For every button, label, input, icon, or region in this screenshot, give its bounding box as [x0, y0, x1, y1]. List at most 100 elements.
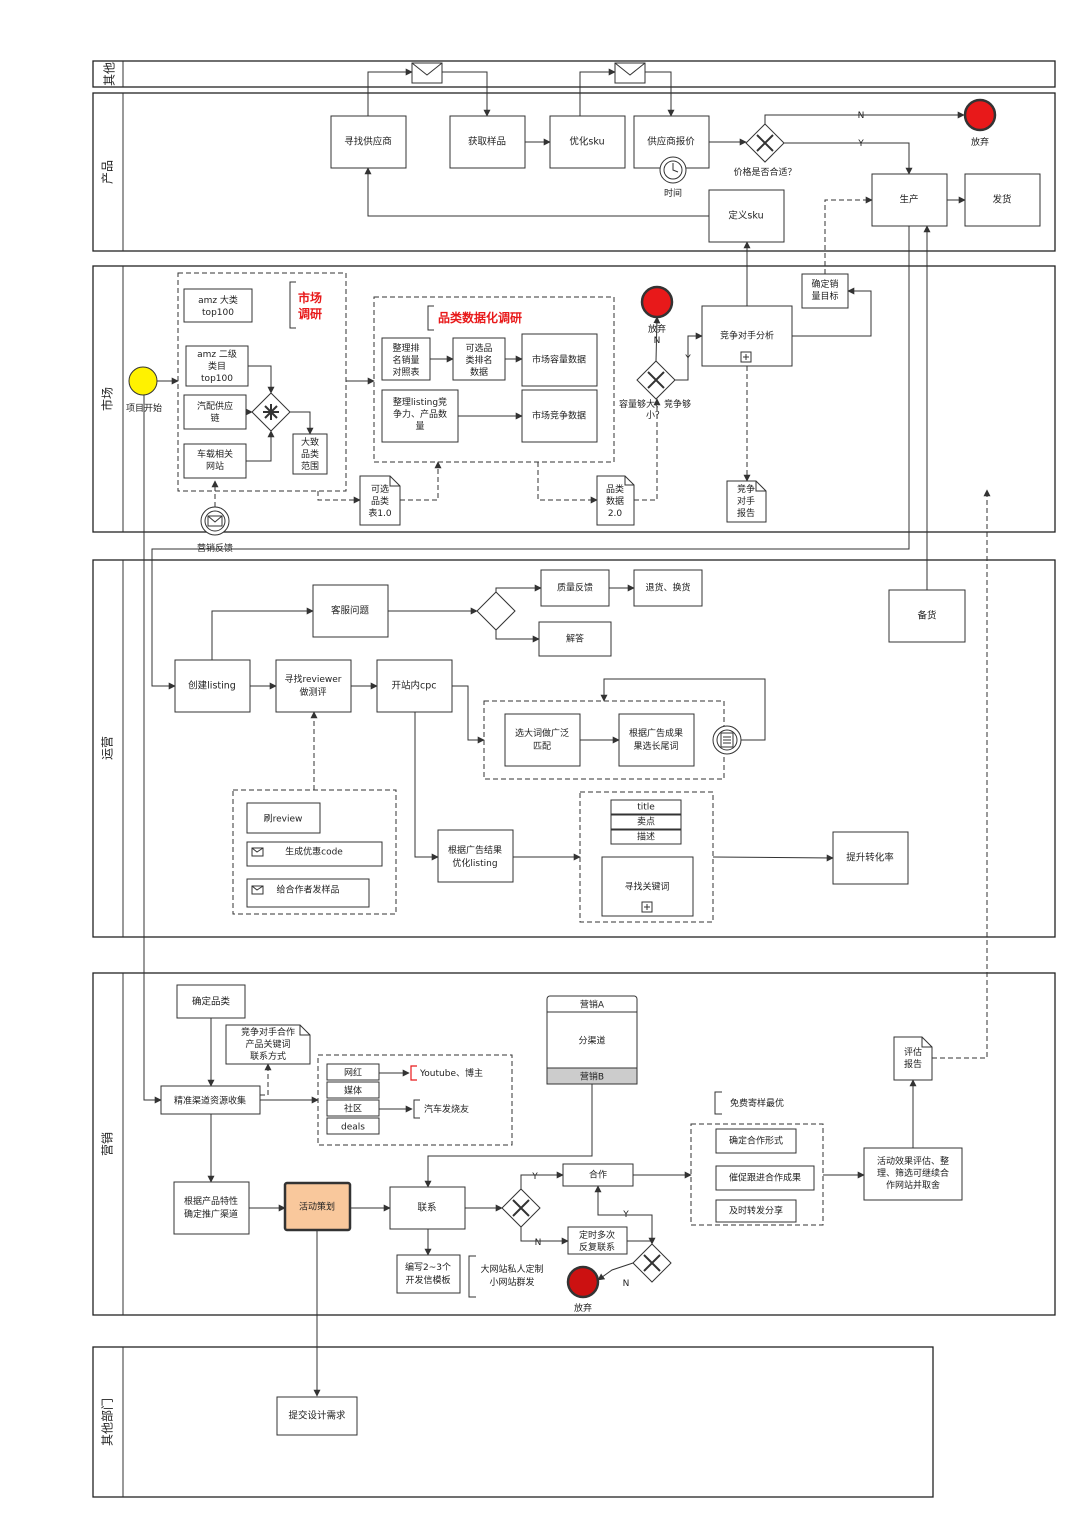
svg-text:评估: 评估 [904, 1046, 922, 1058]
task-ship[interactable]: 发货 [964, 173, 1041, 227]
task-channel-by-product[interactable]: 根据产品特性 确定推广渠道 [173, 1181, 250, 1235]
task-amz-sub[interactable]: amz 二级 类目 top100 [185, 345, 249, 387]
task-contact[interactable]: 联系 [389, 1186, 466, 1230]
task-stock[interactable]: 备货 [888, 589, 966, 643]
task-get-sample[interactable]: 获取样品 [449, 115, 526, 169]
task-long-tail[interactable]: 根据广告成果 果选长尾词 [618, 713, 695, 767]
task-competition-data[interactable]: 市场竞争数据 [521, 389, 598, 443]
svg-text:小？: 小？ [646, 410, 664, 421]
svg-text:报告: 报告 [737, 507, 755, 519]
task-write-template[interactable]: 编写2~3个 开发信模板 [396, 1254, 461, 1294]
task-return-exchange[interactable]: 退货、换货 [633, 569, 703, 607]
subprocess-find-keywords[interactable]: 寻找关键词 [601, 856, 694, 917]
svg-text:网红: 网红 [344, 1067, 362, 1079]
svg-text:竞争对手分析: 竞争对手分析 [720, 330, 774, 342]
task-broad-match[interactable]: 选大词做广泛 匹配 [504, 713, 581, 767]
task-conversion[interactable]: 提升转化率 [832, 831, 909, 885]
svg-text:卖点: 卖点 [637, 817, 655, 828]
task-define-sku[interactable]: 定义sku [708, 189, 785, 243]
task-find-reviewer[interactable]: 寻找reviewer 做测评 [275, 659, 352, 713]
field-description[interactable]: 描述 [610, 829, 682, 845]
svg-text:刷review: 刷review [264, 814, 303, 825]
svg-text:催促跟进合作成果: 催促跟进合作成果 [729, 1172, 801, 1184]
task-candidate-rank[interactable]: 可选品 类排名 数据 [452, 337, 506, 381]
task-quality-feedback[interactable]: 质量反馈 [540, 569, 610, 607]
svg-text:确定合作形式: 确定合作形式 [729, 1135, 783, 1147]
task-capacity-data[interactable]: 市场容量数据 [521, 333, 598, 387]
task-eval-activity[interactable]: 活动效果评估、整 理、筛选可继续合 作网站并取舍 [863, 1147, 963, 1201]
task-channel-collect[interactable]: 精准渠道资源收集 [160, 1085, 261, 1115]
svg-text:top100: top100 [201, 374, 233, 384]
svg-text:作网站并取舍: 作网站并取舍 [886, 1179, 940, 1191]
task-create-listing[interactable]: 创建listing [174, 659, 251, 713]
task-activity-plan[interactable]: 活动策划 [283, 1181, 352, 1232]
task-big-range[interactable]: 大致 品类 范围 [292, 433, 328, 475]
svg-text:可选品: 可选品 [465, 342, 492, 354]
svg-text:大网站私人定制: 大网站私人定制 [480, 1263, 543, 1275]
task-cs-issue[interactable]: 客服问题 [312, 584, 389, 638]
task-optimize-sku[interactable]: 优化sku [549, 115, 626, 169]
annotation-car-forum: 汽车发烧友 [413, 1099, 469, 1119]
svg-text:量目标: 量目标 [811, 290, 838, 302]
field-title[interactable]: title [610, 799, 682, 815]
svg-text:果选长尾词: 果选长尾词 [633, 740, 678, 752]
svg-text:营销A: 营销A [580, 999, 605, 1011]
channel-deals[interactable]: deals [326, 1117, 380, 1135]
svg-text:退货、换货: 退货、换货 [645, 582, 690, 594]
svg-text:选大词做广泛: 选大词做广泛 [515, 727, 569, 739]
task-send-sample[interactable]: 给合作者发样品 [246, 878, 370, 908]
task-confirm-form[interactable]: 确定合作形式 [715, 1128, 797, 1154]
task-car-site[interactable]: 车载相关 网站 [183, 443, 247, 479]
task-share[interactable]: 及时转发分享 [715, 1199, 797, 1223]
svg-text:媒体: 媒体 [344, 1085, 362, 1097]
svg-text:寻找关键词: 寻找关键词 [624, 881, 669, 893]
task-auto-supply[interactable]: 汽配供应 链 [183, 394, 247, 430]
svg-text:数据: 数据 [606, 495, 624, 507]
task-confirm-category[interactable]: 确定品类 [176, 984, 246, 1019]
task-follow-result[interactable]: 催促跟进合作成果 [715, 1165, 815, 1191]
pool-marketing: 营销A 分渠道 营销B [546, 995, 638, 1085]
task-coupon[interactable]: 生成优惠code [246, 841, 383, 867]
subprocess-competitor-analysis[interactable]: 竞争对手分析 [701, 305, 793, 367]
lane-market: 市场 [92, 265, 1056, 533]
task-produce[interactable]: 生产 [871, 173, 948, 227]
svg-text:title: title [637, 803, 655, 813]
svg-text:deals: deals [341, 1123, 365, 1133]
svg-text:网站: 网站 [206, 460, 224, 472]
svg-text:发货: 发货 [992, 194, 1011, 206]
annotation-youtube: Youtube、博主 [410, 1065, 483, 1081]
gateway-price: 价格是否合适？ [733, 123, 797, 178]
doc-eval-report: 评估 报告 [893, 1036, 933, 1081]
svg-text:联系: 联系 [417, 1203, 436, 1214]
task-optimize-listing[interactable]: 根据广告结果 优化listing [437, 829, 514, 883]
task-sales-target[interactable]: 确定销 量目标 [801, 273, 849, 309]
svg-text:编写2~3个: 编写2~3个 [405, 1261, 451, 1273]
flow-label-y: Y [531, 1172, 538, 1182]
task-sort-sales[interactable]: 整理排 名销量 对照表 [381, 337, 431, 381]
task-amz-top100[interactable]: amz 大类 top100 [183, 288, 253, 323]
gateway-contact [501, 1188, 541, 1228]
task-submit-design[interactable]: 提交设计需求 [276, 1396, 358, 1436]
group-cooperation [690, 1123, 824, 1226]
channel-influencer[interactable]: 网红 [326, 1063, 380, 1081]
field-selling-point[interactable]: 卖点 [610, 814, 682, 830]
task-listing-competition[interactable]: 整理listing竞 争力、产品数 量 [381, 389, 459, 443]
lane-marketing-label: 营销 [101, 1132, 115, 1156]
task-answer[interactable]: 解答 [538, 621, 612, 657]
task-cooperate[interactable]: 合作 [562, 1163, 634, 1187]
task-find-supplier[interactable]: 寻找供应商 [330, 115, 407, 169]
svg-text:市场: 市场 [298, 290, 322, 305]
svg-text:及时转发分享: 及时转发分享 [729, 1205, 783, 1217]
task-start-cpc[interactable]: 开站内cpc [376, 659, 453, 713]
task-brush-review[interactable]: 刷review [246, 802, 321, 834]
svg-text:小网站群发: 小网站群发 [489, 1276, 534, 1288]
svg-text:供应商报价: 供应商报价 [647, 136, 695, 148]
channel-media[interactable]: 媒体 [326, 1081, 380, 1099]
lane-ops-label: 运营 [101, 736, 115, 760]
svg-text:优化listing: 优化listing [452, 857, 497, 869]
svg-text:amz 二级: amz 二级 [197, 348, 237, 360]
task-followup[interactable]: 定时多次 反复联系 [567, 1226, 628, 1255]
channel-community[interactable]: 社区 [326, 1099, 380, 1117]
svg-text:Youtube、博主: Youtube、博主 [419, 1067, 483, 1079]
svg-text:范围: 范围 [301, 460, 319, 472]
